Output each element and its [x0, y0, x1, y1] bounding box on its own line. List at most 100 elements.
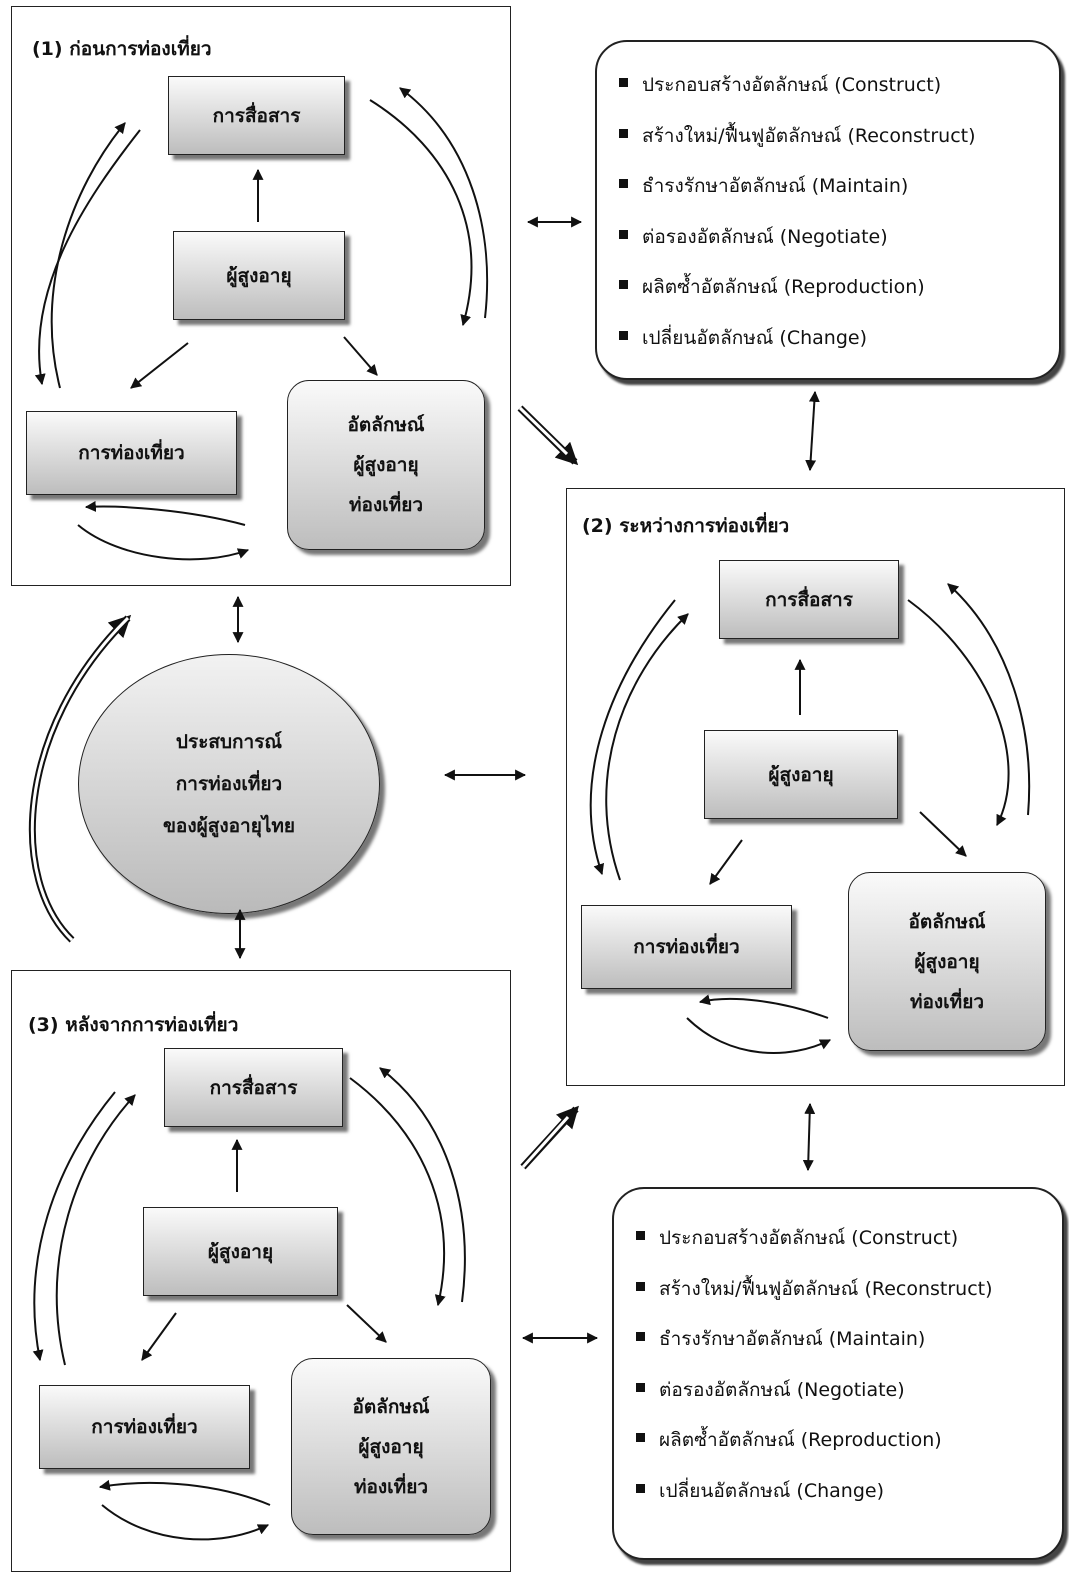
process-label: เปลี่ยนอัตลักษณ์ (Change) — [659, 1479, 884, 1502]
communication-node-2: การสื่อสาร — [719, 560, 899, 639]
flow-arrow-outline — [28, 614, 132, 943]
arrow-curve — [349, 1077, 446, 1307]
flow-arrow-fill — [518, 406, 569, 456]
bullet-icon — [619, 128, 628, 138]
arrow-curve — [589, 599, 676, 876]
identity-line-3: ท่องเที่ยว — [353, 1475, 429, 1498]
flow-arrow-fill — [30, 616, 130, 942]
arrow-line — [346, 1304, 387, 1343]
tourism-node-2: การท่องเที่ยว — [581, 905, 792, 989]
bullet-icon — [619, 78, 628, 87]
process-maintain: ธำรงรักษาอัตลักษณ์ (Maintain) — [636, 1314, 1062, 1365]
bullet-icon — [636, 1382, 645, 1392]
arrow-curve — [907, 599, 1010, 826]
arrow-curve — [379, 1067, 466, 1303]
arrow-line — [130, 342, 189, 389]
panel-after-title: (3) หลังจากการท่องเที่ยว — [28, 1014, 239, 1036]
bullet-icon — [619, 179, 628, 188]
arrow-curve — [98, 1479, 271, 1506]
identity-line-1: อัตลักษณ์ — [908, 910, 986, 933]
process-label: สร้างใหม่/ฟื้นฟูอัตลักษณ์ (Reconstruct) — [659, 1277, 993, 1300]
elderly-node-3: ผู้สูงอายุ — [143, 1207, 338, 1296]
panel-before-title: (1) ก่อนการท่องเที่ยว — [32, 38, 212, 60]
arrow-line — [919, 811, 967, 857]
arrow-line — [343, 336, 378, 376]
process-maintain: ธำรงรักษาอัตลักษณ์ (Maintain) — [619, 161, 1059, 212]
panel-during-title: (2) ระหว่างการท่องเที่ยว — [582, 515, 790, 537]
identity-process-list-top: ประกอบสร้างอัตลักษณ์ (Construct) สร้างให… — [595, 40, 1061, 380]
thai-elderly-travel-experience-ellipse: ประสบการณ์ การท่องเที่ยว ของผู้สูงอายุไท… — [78, 654, 380, 914]
flow-arrow-fill — [521, 1115, 570, 1169]
tourist-identity-node-2: อัตลักษณ์ ผู้สูงอายุ ท่องเที่ยว — [848, 872, 1046, 1051]
process-reproduction: ผลิตซ้ำอัตลักษณ์ (Reproduction) — [636, 1415, 1062, 1466]
double-arrow — [805, 390, 820, 472]
process-reconstruct: สร้างใหม่/ฟื้นฟูอัตลักษณ์ (Reconstruct) — [636, 1264, 1062, 1315]
tourism-node-3: การท่องเที่ยว — [39, 1385, 250, 1469]
experience-line-2: การท่องเที่ยว — [175, 773, 283, 795]
arrow-curve — [32, 1091, 116, 1362]
panel-after-travel — [11, 970, 511, 1572]
process-label: ต่อรองอัตลักษณ์ (Negotiate) — [642, 225, 888, 248]
identity-process-list-bottom: ประกอบสร้างอัตลักษณ์ (Construct) สร้างให… — [612, 1187, 1064, 1560]
experience-line-1: ประสบการณ์ — [175, 731, 283, 753]
elderly-node-2: ผู้สูงอายุ — [704, 730, 898, 819]
process-label: ประกอบสร้างอัตลักษณ์ (Construct) — [642, 74, 942, 96]
process-label: เปลี่ยนอัตลักษณ์ (Change) — [642, 326, 867, 349]
tourist-identity-node-1: อัตลักษณ์ ผู้สูงอายุ ท่องเที่ยว — [287, 380, 485, 550]
process-construct: ประกอบสร้างอัตลักษณ์ (Construct) — [636, 1213, 1062, 1264]
process-label: ประกอบสร้างอัตลักษณ์ (Construct) — [659, 1227, 959, 1249]
arrow-curve — [84, 500, 246, 526]
process-label: ธำรงรักษาอัตลักษณ์ (Maintain) — [642, 175, 909, 197]
bullet-icon — [636, 1483, 645, 1493]
communication-node-3: การสื่อสาร — [164, 1048, 343, 1127]
process-label: ผลิตซ้ำอัตลักษณ์ (Reproduction) — [642, 276, 925, 298]
arrow-curve — [101, 1504, 269, 1541]
process-label: ผลิตซ้ำอัตลักษณ์ (Reproduction) — [659, 1429, 942, 1451]
arrow-curve — [77, 524, 250, 561]
elderly-node-1: ผู้สูงอายุ — [173, 231, 345, 320]
process-negotiate: ต่อรองอัตลักษณ์ (Negotiate) — [619, 212, 1059, 263]
panel-during-travel — [566, 488, 1065, 1086]
bullet-icon — [636, 1332, 645, 1341]
bullet-icon — [619, 330, 628, 340]
process-reconstruct: สร้างใหม่/ฟื้นฟูอัตลักษณ์ (Reconstruct) — [619, 111, 1059, 162]
tourist-identity-node-3: อัตลักษณ์ ผู้สูงอายุ ท่องเที่ยว — [291, 1358, 491, 1535]
bullet-icon — [636, 1281, 645, 1291]
panel-before-travel — [11, 6, 511, 586]
bullet-icon — [636, 1231, 645, 1240]
arrow-curve — [369, 99, 473, 327]
arrow-curve — [605, 613, 689, 881]
arrow-curve — [50, 122, 126, 389]
process-label: ธำรงรักษาอัตลักษณ์ (Maintain) — [659, 1328, 926, 1350]
identity-line-3: ท่องเที่ยว — [348, 494, 424, 516]
identity-line-1: อัตลักษณ์ — [347, 414, 425, 436]
identity-line-1: อัตลักษณ์ — [352, 1395, 430, 1418]
arrow-line — [141, 1312, 177, 1361]
process-label: สร้างใหม่/ฟื้นฟูอัตลักษณ์ (Reconstruct) — [642, 124, 976, 147]
bullet-icon — [619, 280, 628, 289]
experience-line-3: ของผู้สูงอายุไทย — [162, 815, 296, 837]
double-arrow — [802, 1102, 816, 1172]
identity-line-2: ผู้สูงอายุ — [358, 1435, 424, 1458]
arrow-curve — [686, 1017, 831, 1054]
process-change: เปลี่ยนอัตลักษณ์ (Change) — [636, 1466, 1062, 1517]
bullet-icon — [636, 1433, 645, 1442]
process-construct: ประกอบสร้างอัตลักษณ์ (Construct) — [619, 60, 1059, 111]
tourism-node-1: การท่องเที่ยว — [26, 411, 237, 495]
arrow-curve — [399, 87, 489, 319]
bullet-icon — [619, 229, 628, 239]
process-reproduction: ผลิตซ้ำอัตลักษณ์ (Reproduction) — [619, 262, 1059, 313]
arrow-curve — [55, 1094, 136, 1366]
identity-line-2: ผู้สูงอายุ — [353, 454, 419, 476]
arrow-curve — [947, 583, 1031, 816]
arrow-curve — [698, 994, 829, 1019]
process-change: เปลี่ยนอัตลักษณ์ (Change) — [619, 313, 1059, 364]
process-label: ต่อรองอัตลักษณ์ (Negotiate) — [659, 1378, 905, 1401]
arrow-curve — [34, 129, 141, 386]
process-negotiate: ต่อรองอัตลักษณ์ (Negotiate) — [636, 1365, 1062, 1416]
communication-node-1: การสื่อสาร — [168, 76, 345, 155]
identity-line-2: ผู้สูงอายุ — [914, 950, 980, 973]
arrow-line — [709, 839, 743, 885]
